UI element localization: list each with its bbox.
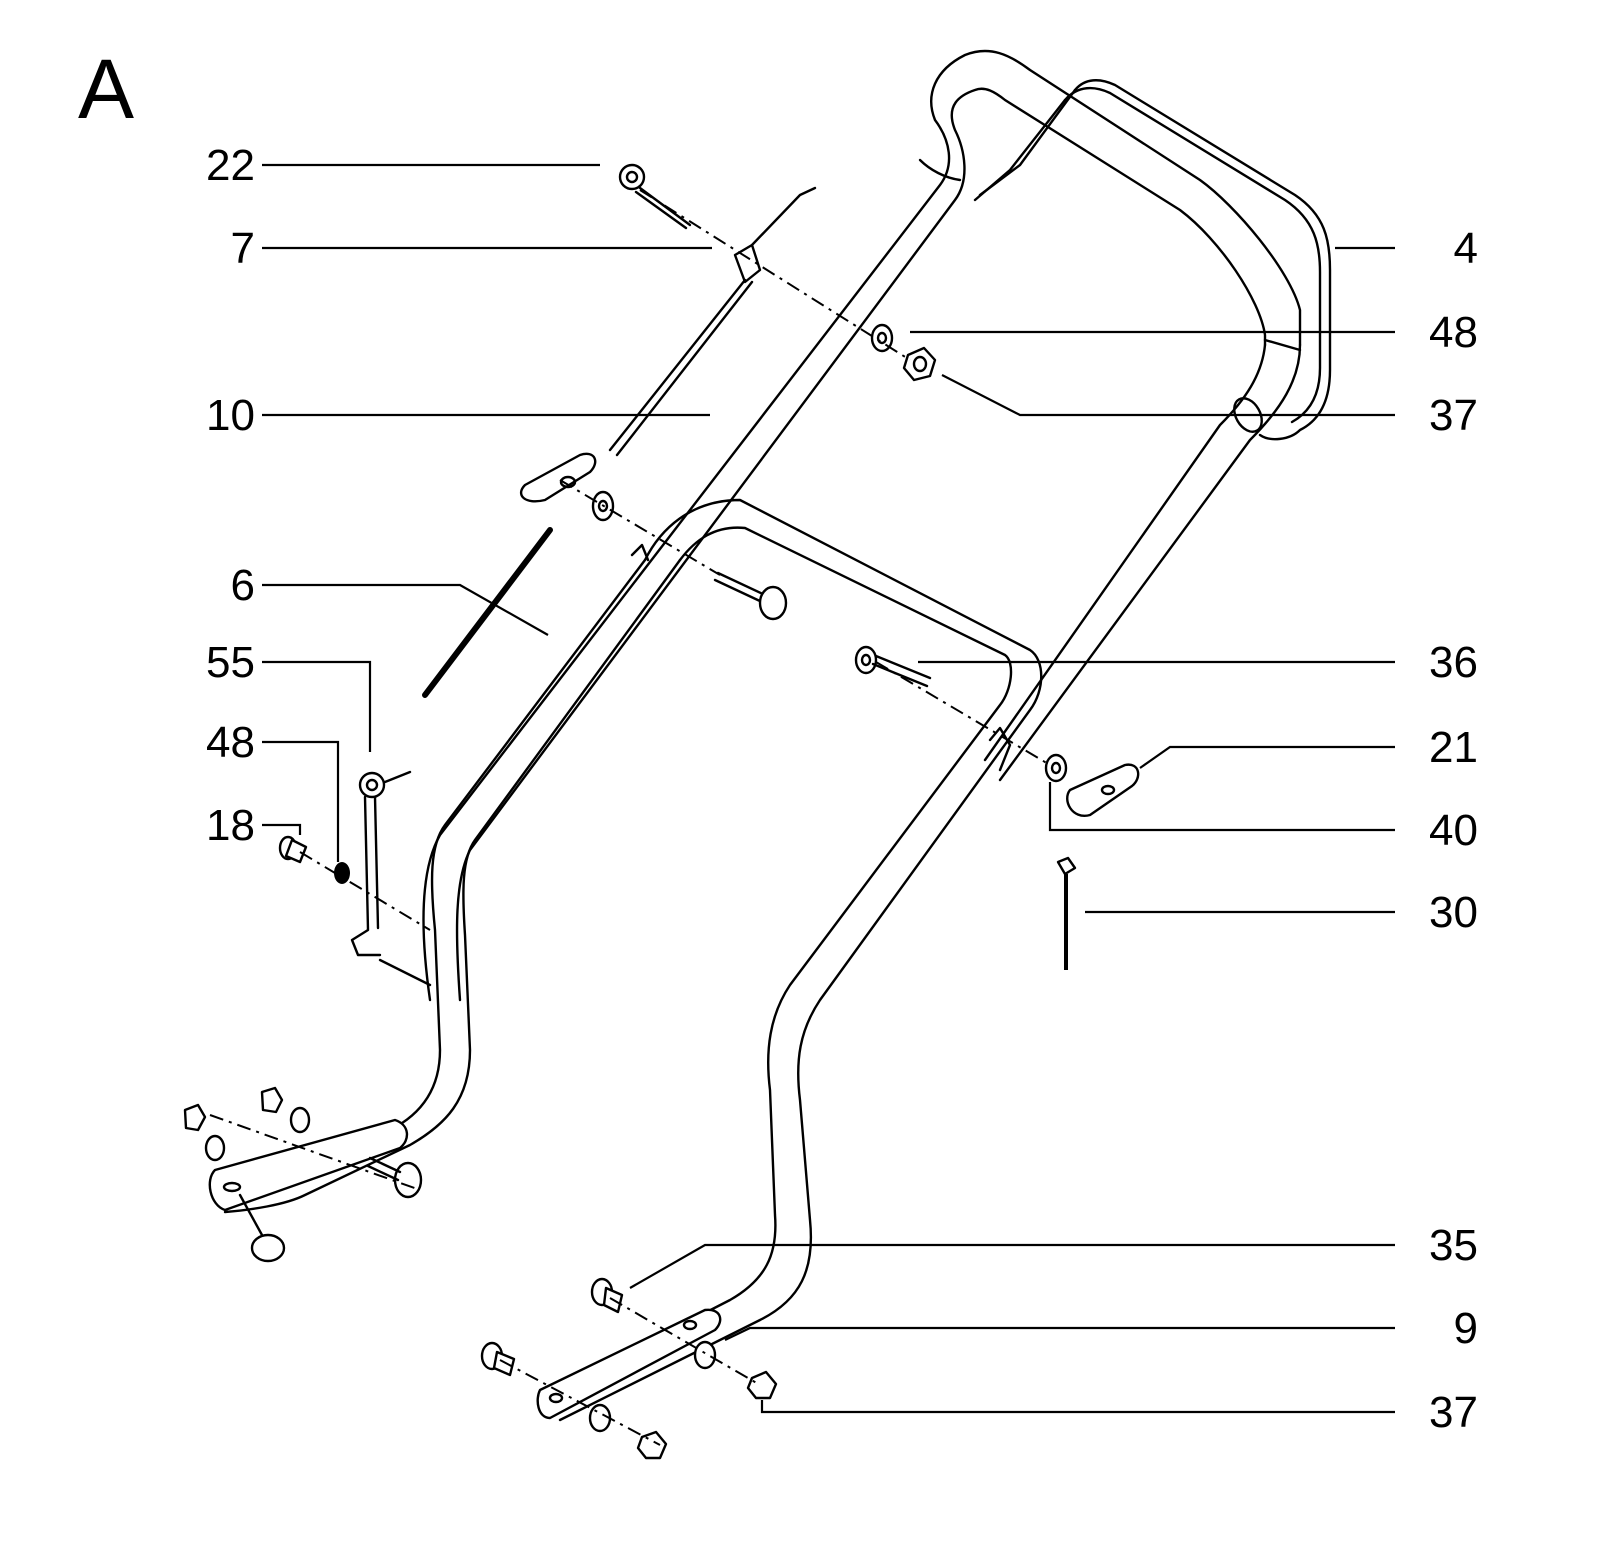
rod-part-55 bbox=[350, 770, 432, 987]
callout-48-left: 48 bbox=[206, 718, 255, 767]
callout-6: 6 bbox=[231, 561, 255, 610]
cable-rod-part-6 bbox=[422, 527, 553, 698]
control-bail-bar bbox=[973, 79, 1332, 441]
assembly-axis-lines bbox=[209, 189, 1051, 1446]
callout-55: 55 bbox=[206, 638, 255, 687]
leader-lines bbox=[262, 163, 1395, 1414]
cable-clip-part-7 bbox=[608, 186, 817, 457]
lower-handle-part bbox=[208, 498, 1043, 1422]
nut-part-37-upper bbox=[902, 346, 937, 382]
cable-tie-part-30 bbox=[1056, 856, 1077, 970]
star-knob-part-21 bbox=[1066, 763, 1140, 817]
callout-37-top: 37 bbox=[1429, 391, 1478, 440]
callout-4: 4 bbox=[1454, 224, 1478, 273]
carriage-bolt-left bbox=[713, 571, 788, 621]
callout-36: 36 bbox=[1429, 638, 1478, 687]
washer-part-40 bbox=[1044, 753, 1068, 783]
washer-part-48-left bbox=[334, 862, 350, 884]
screw-part-18 bbox=[278, 835, 308, 864]
callout-48-right: 48 bbox=[1429, 308, 1478, 357]
section-letter: A bbox=[78, 42, 134, 136]
eye-bolt-part-22 bbox=[618, 163, 692, 230]
callout-40: 40 bbox=[1429, 806, 1478, 855]
callout-9: 9 bbox=[1454, 1304, 1478, 1353]
lower-left-hardware bbox=[183, 1086, 423, 1263]
lower-right-hardware bbox=[480, 1277, 778, 1460]
callout-21: 21 bbox=[1429, 723, 1478, 772]
star-knob-left bbox=[519, 452, 597, 503]
upper-handle-part bbox=[422, 49, 1302, 1002]
callout-labels: 22 7 10 6 55 48 18 4 48 37 36 21 40 30 3… bbox=[206, 141, 1478, 1437]
callout-22: 22 bbox=[206, 141, 255, 190]
bolt-part-36 bbox=[854, 645, 932, 688]
callout-10: 10 bbox=[206, 391, 255, 440]
callout-7: 7 bbox=[231, 224, 255, 273]
callout-18: 18 bbox=[206, 801, 255, 850]
callout-35: 35 bbox=[1429, 1221, 1478, 1270]
callout-37-bottom: 37 bbox=[1429, 1388, 1478, 1437]
callout-30: 30 bbox=[1429, 888, 1478, 937]
